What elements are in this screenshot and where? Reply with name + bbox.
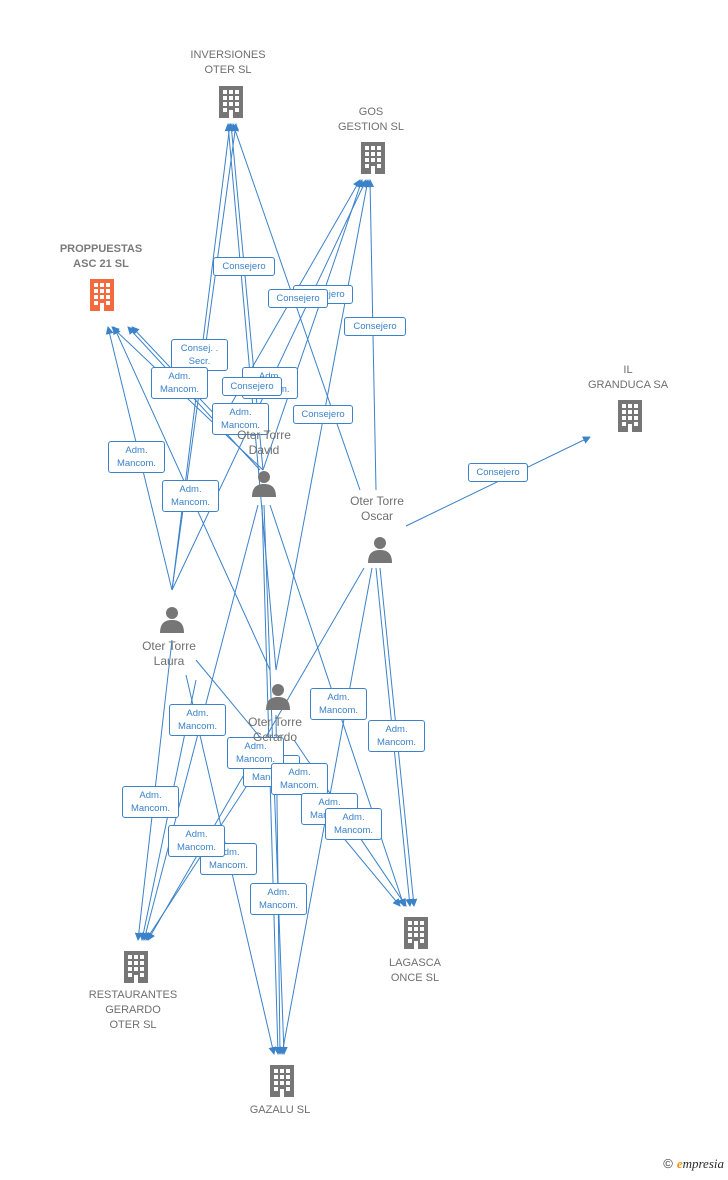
copyright-symbol: © <box>663 1156 673 1171</box>
edge-label-adm-mancom[interactable]: Adm. Mancom. <box>250 883 307 915</box>
edge-label-consejero[interactable]: Consejero <box>213 257 275 276</box>
edge-label-consejero[interactable]: Consejero <box>268 289 328 308</box>
company-label-lagasca-once[interactable]: LAGASCA ONCE SL <box>389 957 441 984</box>
company-label-gos-gestion[interactable]: GOS GESTION SL <box>337 106 405 133</box>
company-label-il-granduca[interactable]: IL GRANDUCA SA <box>587 364 669 391</box>
relationship-edge <box>275 179 371 671</box>
relationship-edge <box>262 179 364 471</box>
person-label-oscar[interactable]: Oter Torre Oscar <box>350 494 404 523</box>
edge-label-adm-mancom[interactable]: Adm. Mancom. <box>162 480 219 512</box>
building-icon[interactable] <box>400 915 432 951</box>
edge-label-adm-mancom[interactable]: Adm. Mancom. <box>227 737 284 769</box>
edge-label-adm-mancom[interactable]: Adm. Mancom. <box>310 688 367 720</box>
edge-label-consejero[interactable]: Consejero <box>468 463 528 482</box>
person-icon[interactable] <box>249 468 279 498</box>
brand-logo-text: mpresia <box>682 1156 724 1171</box>
building-icon[interactable] <box>120 949 152 985</box>
edge-label-consejero[interactable]: Consejero <box>293 405 353 424</box>
person-icon[interactable] <box>157 604 187 634</box>
building-icon[interactable] <box>357 140 389 176</box>
edge-label-consejero[interactable]: Consejero <box>344 317 406 336</box>
building-icon[interactable] <box>215 84 247 120</box>
edge-label-consejero[interactable]: Consejero <box>222 377 282 396</box>
person-icon[interactable] <box>365 534 395 564</box>
building-icon[interactable] <box>614 398 646 434</box>
person-label-gerardo[interactable]: Oter Torre Gerardo <box>248 715 302 744</box>
building-icon[interactable] <box>266 1063 298 1099</box>
edge-label-adm-mancom[interactable]: Adm. Mancom. <box>325 808 382 840</box>
edge-label-adm-mancom[interactable]: Adm. Mancom. <box>368 720 425 752</box>
edge-label-adm-mancom[interactable]: Adm. Mancom. <box>151 367 208 399</box>
person-label-laura[interactable]: Oter Torre Laura <box>142 639 196 668</box>
edge-label-adm-mancom[interactable]: Adm. Mancom. <box>212 403 269 435</box>
company-label-restaurantes-gerardo[interactable]: RESTAURANTES GERARDO OTER SL <box>88 989 178 1031</box>
building-icon[interactable] <box>86 277 118 313</box>
footer-brand: ©empresia <box>663 1156 724 1172</box>
edge-label-adm-mancom[interactable]: Adm. Mancom. <box>108 441 165 473</box>
company-label-inversiones-oter[interactable]: INVERSIONES OTER SL <box>190 49 266 76</box>
company-label-proppuestas-asc21[interactable]: PROPPUESTAS ASC 21 SL <box>59 243 143 270</box>
edge-label-adm-mancom[interactable]: Adm. Mancom. <box>271 763 328 795</box>
edge-label-consej-secr[interactable]: Consej. . Secr. <box>171 339 228 371</box>
brand-logo-initial: e <box>676 1156 683 1171</box>
company-label-gazalu[interactable]: GAZALU SL <box>249 1104 311 1116</box>
person-icon[interactable] <box>263 681 293 711</box>
edge-label-adm-mancom[interactable]: Adm. Mancom. <box>169 704 226 736</box>
person-label-david[interactable]: Oter Torre David <box>237 428 291 457</box>
edge-label-adm-mancom[interactable]: Adm. Mancom. <box>122 786 179 818</box>
edge-label-adm-mancom[interactable]: Adm. Mancom. <box>168 825 225 857</box>
